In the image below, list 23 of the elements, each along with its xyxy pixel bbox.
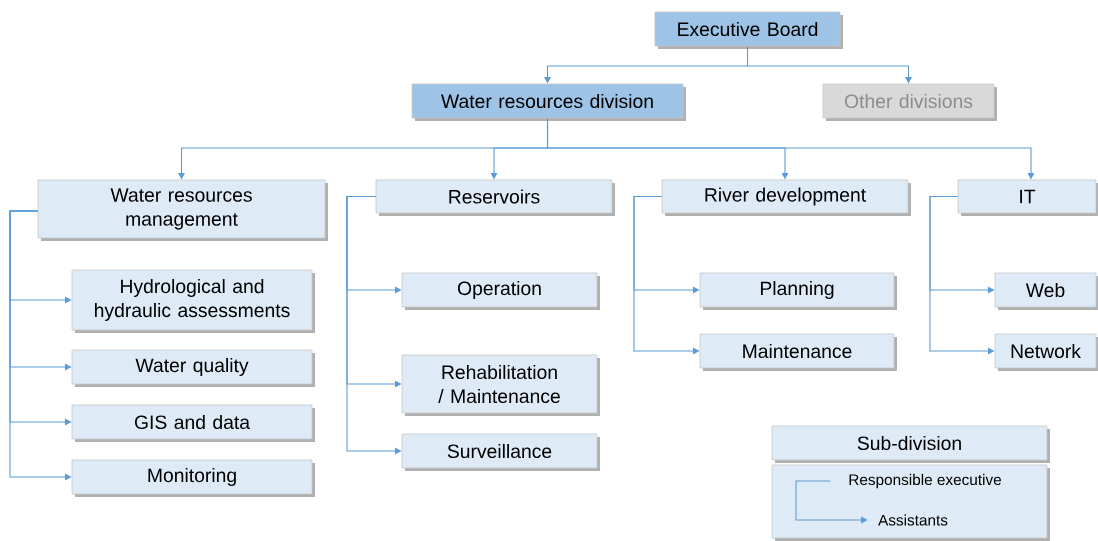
org-box: IT: [957, 179, 1098, 216]
org-box: Maintenance: [699, 333, 897, 371]
connector-arrow: [795, 480, 868, 524]
org-box: Monitoring: [71, 459, 315, 497]
org-box: Reservoirs: [375, 179, 615, 216]
org-box: Network: [994, 333, 1098, 371]
org-box: Water quality: [71, 349, 315, 387]
org-box: Water resources division: [411, 83, 686, 121]
org-box: Water resources management: [37, 179, 328, 241]
org-box: Surveillance: [401, 433, 600, 471]
org-box: Planning: [699, 272, 897, 310]
org-box: Sub-division: [771, 425, 1050, 463]
org-box: Web: [994, 272, 1098, 310]
legend-text: Responsible executive: [849, 473, 1001, 489]
org-box: Hydrological and hydraulic assessments: [71, 269, 315, 333]
org-box: Other divisions: [822, 83, 997, 121]
org-box: River development: [661, 179, 911, 216]
org-box: Executive Board: [654, 11, 843, 49]
legend-box: [771, 464, 1050, 541]
org-box: Rehabilitation / Maintenance: [401, 354, 600, 416]
org-box: GIS and data: [71, 404, 315, 442]
org-box: Operation: [401, 272, 600, 310]
legend-text: Assistants: [878, 514, 948, 526]
